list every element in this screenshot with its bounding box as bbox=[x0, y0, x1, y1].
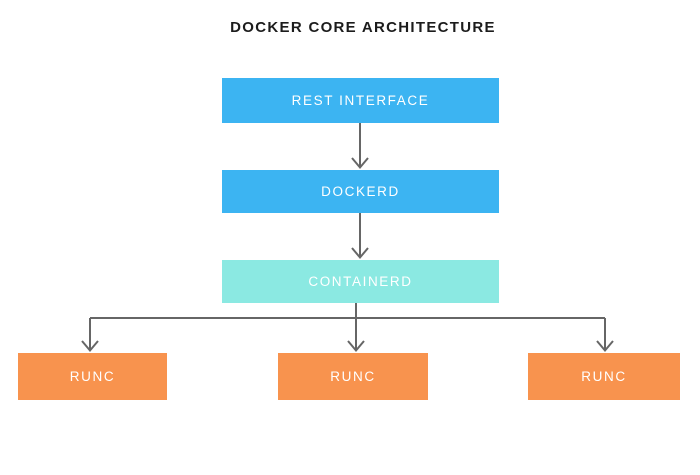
branch-connector-line bbox=[90, 303, 605, 319]
arrow-rest-to-dockerd bbox=[351, 123, 369, 170]
connector-group bbox=[81, 123, 614, 353]
arrow-containerd-to-runc-middle bbox=[347, 318, 365, 353]
node-rest-interface: REST INTERFACE bbox=[222, 78, 499, 123]
diagram-title: DOCKER CORE ARCHITECTURE bbox=[230, 19, 496, 36]
arrow-dockerd-to-containerd bbox=[351, 213, 369, 260]
node-containerd-label: CONTAINERD bbox=[308, 274, 413, 289]
node-runc-left-label: RUNC bbox=[69, 369, 116, 384]
node-runc-middle: RUNC bbox=[278, 353, 428, 400]
node-runc-middle-label: RUNC bbox=[330, 369, 376, 384]
node-dockerd: DOCKERD bbox=[222, 170, 499, 213]
node-runc-right: RUNC bbox=[528, 353, 680, 400]
node-containerd: CONTAINERD bbox=[222, 260, 499, 303]
arrow-containerd-to-runc-right bbox=[596, 318, 614, 353]
node-rest-interface-label: REST INTERFACE bbox=[291, 93, 430, 108]
node-runc-right-label: RUNC bbox=[581, 369, 627, 384]
node-dockerd-label: DOCKERD bbox=[321, 184, 400, 199]
node-runc-left: RUNC bbox=[18, 353, 167, 400]
arrow-containerd-to-runc-left bbox=[81, 318, 99, 353]
